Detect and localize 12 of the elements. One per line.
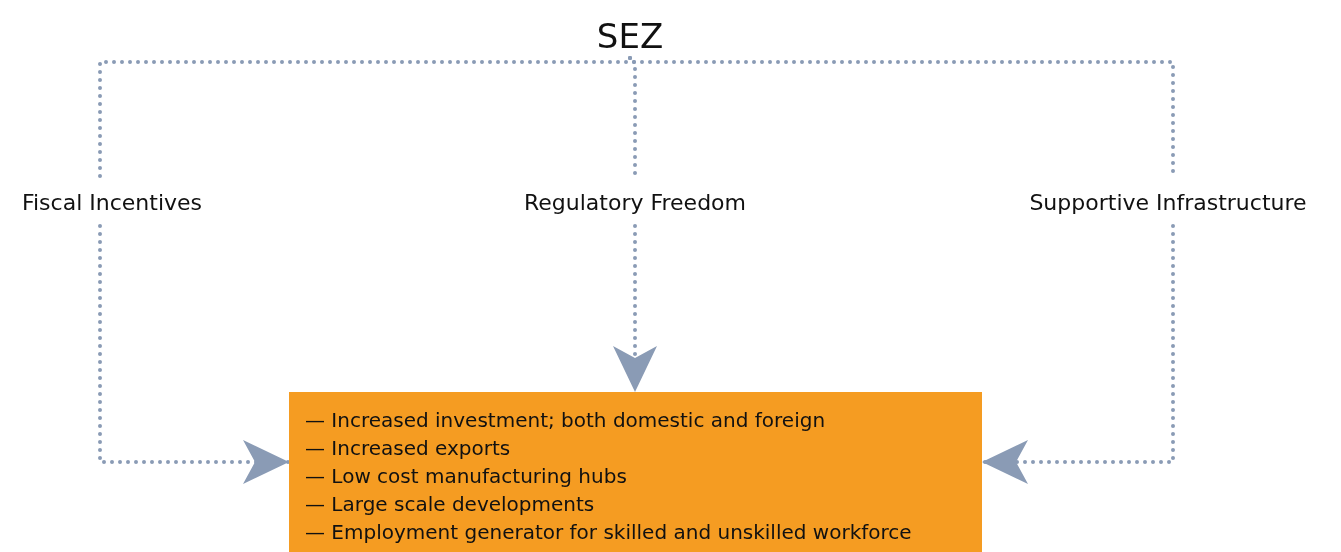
list-item: — Large scale developments — [305, 491, 596, 518]
dotted-arrow — [613, 224, 657, 394]
pillar-label: Fiscal Incentives — [0, 178, 224, 226]
dotted-arrow — [98, 224, 291, 484]
diagram-title: SEZ — [570, 14, 690, 58]
list-item: — Increased investment; both domestic and foreign — [305, 407, 827, 434]
pillar-label: Supportive Infrastructure — [1000, 178, 1336, 226]
list-item: — Low cost manufacturing hubs — [305, 463, 628, 490]
list-item: — Increased exports — [305, 435, 512, 462]
pillar-label: Regulatory Freedom — [490, 178, 780, 226]
list-item: — Employment generator for skilled and unskilled workforce — [305, 519, 913, 546]
outcome-panel — [289, 392, 982, 552]
